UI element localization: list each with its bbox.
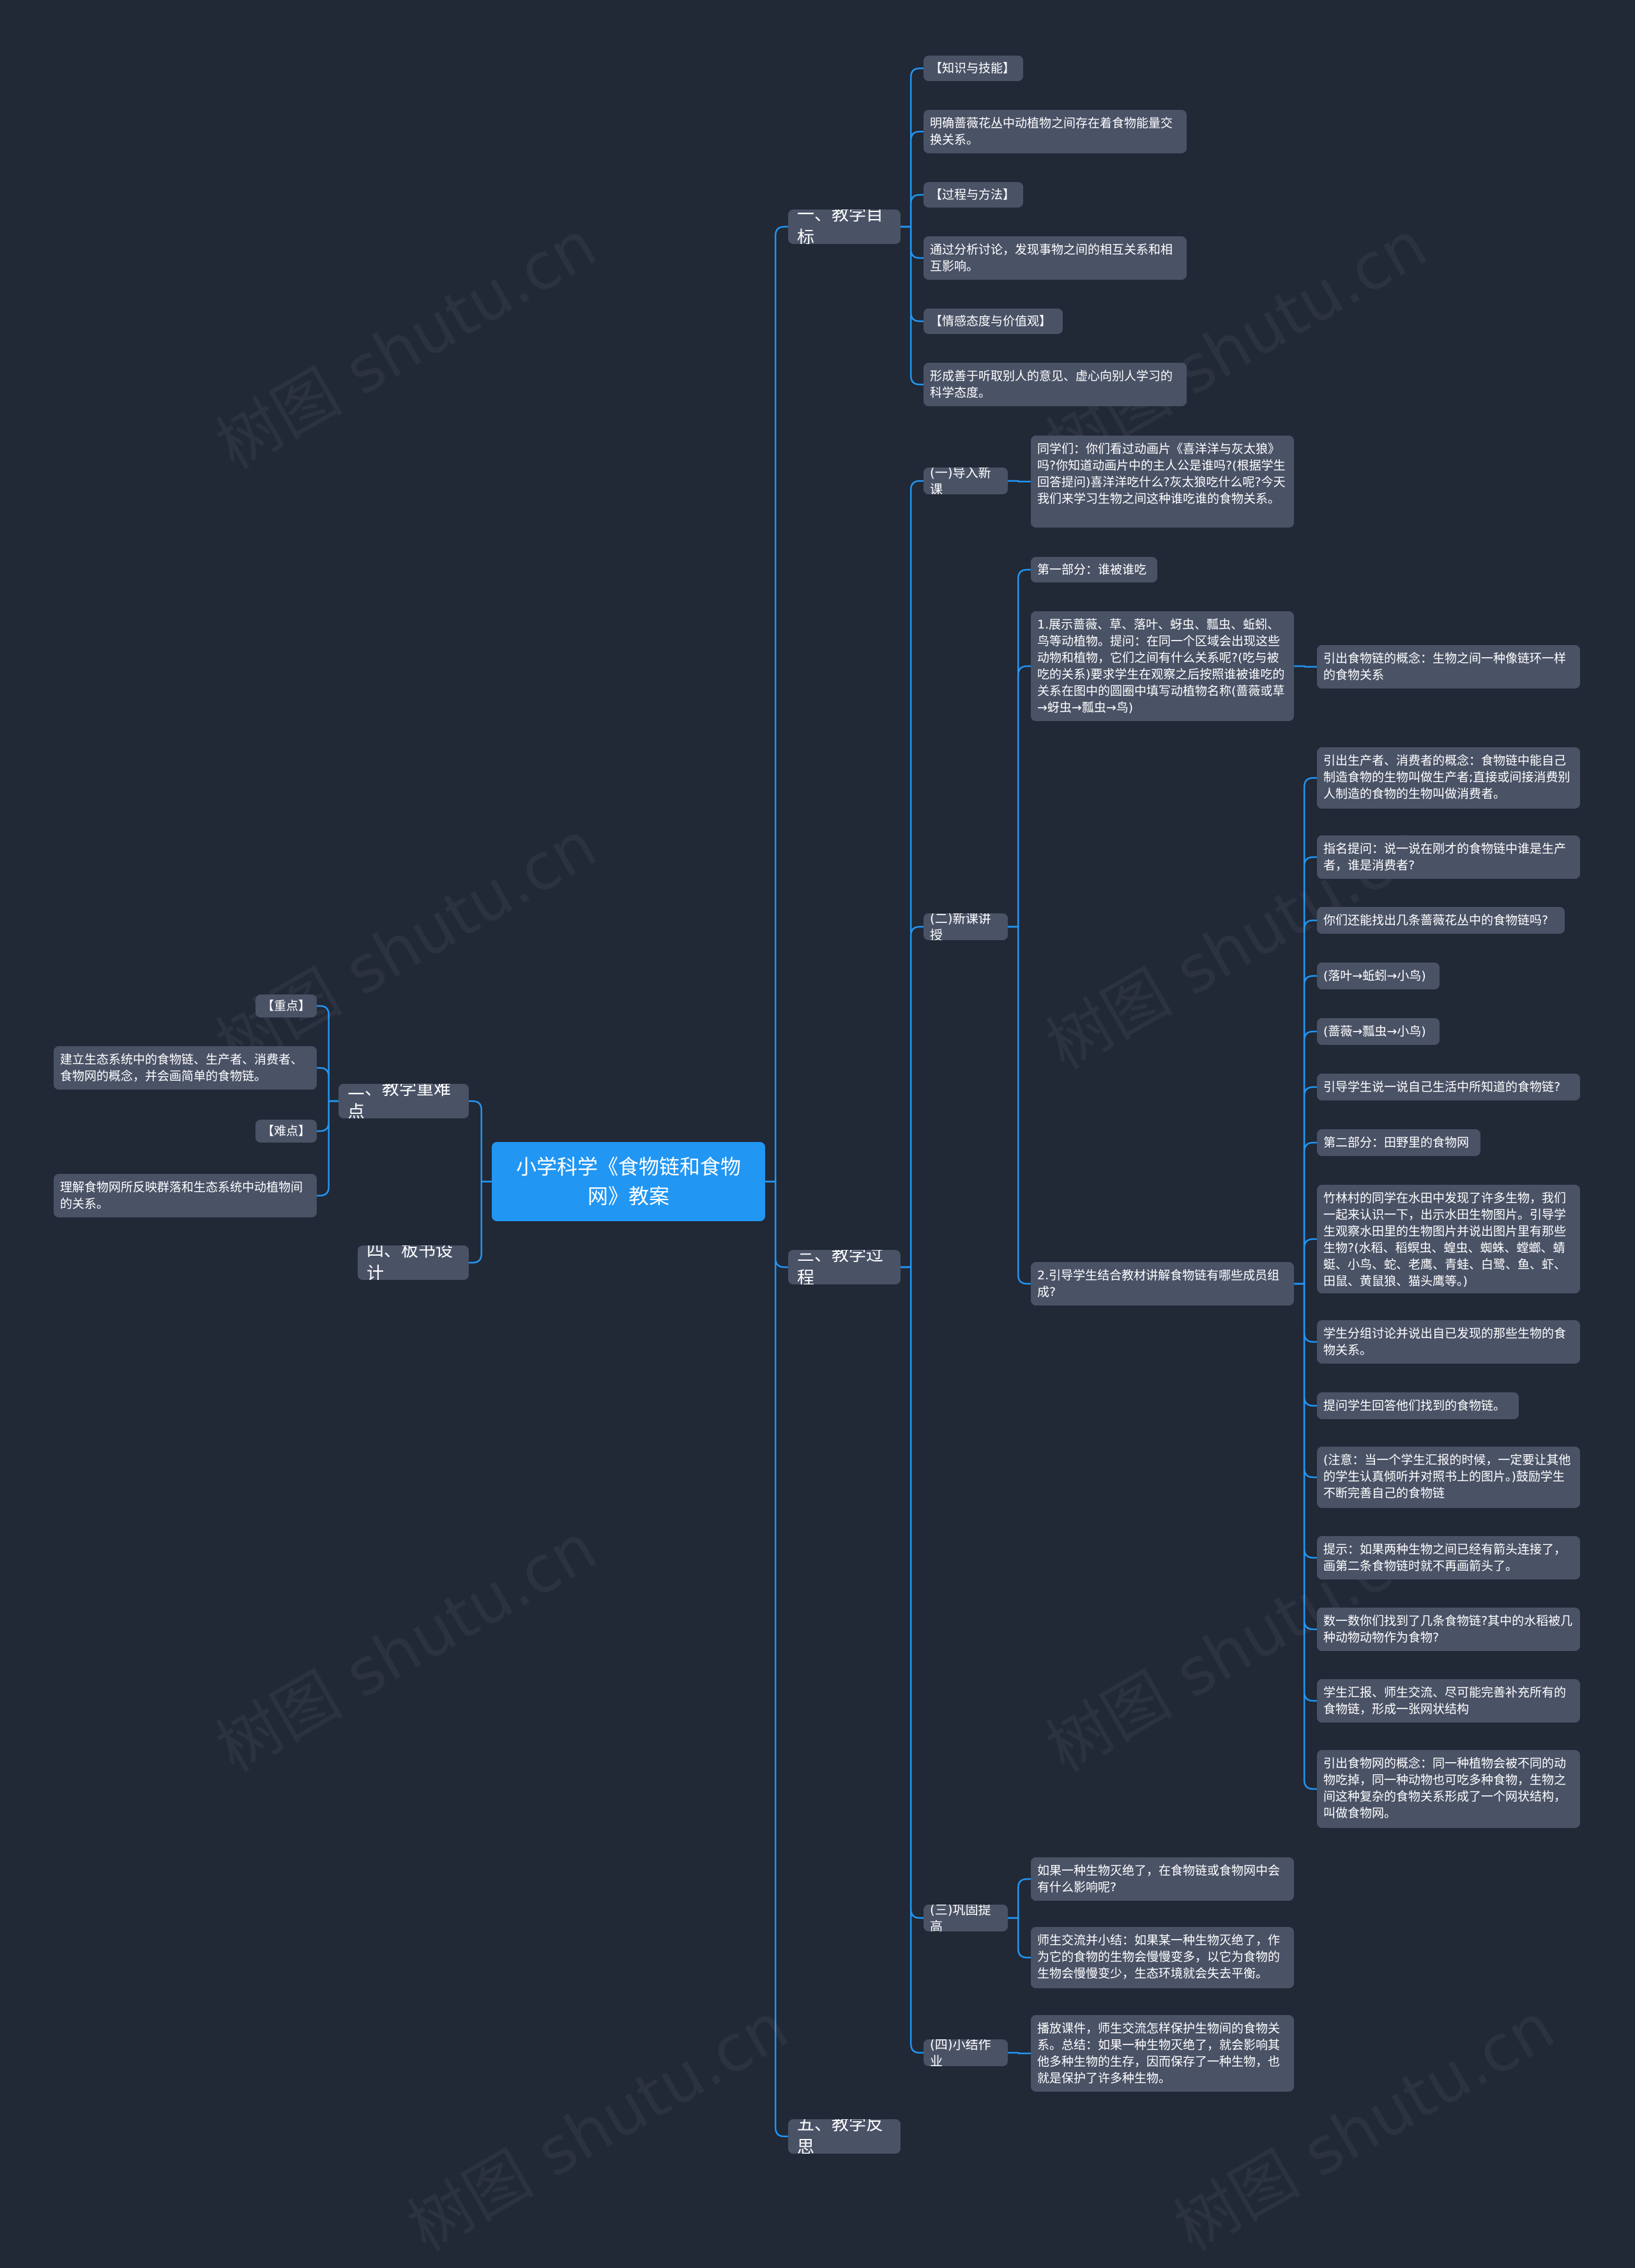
connector-line [1294,1086,1317,1285]
connector-line [1294,856,1317,1285]
step2-child[interactable]: 指名提问：说一说在刚才的食物链中谁是生产者，谁是消费者? [1317,835,1580,879]
connector-line [469,1100,492,1183]
connector-line [1008,1878,1031,1919]
keypoints-item[interactable]: 建立生态系统中的食物链、生产者、消费者、食物网的概念，并会画简单的食物链。 [54,1046,317,1090]
keypoints-item[interactable]: 理解食物网所反映群落和生态系统中动植物间的关系。 [54,1174,317,1217]
keypoints-item[interactable]: 【难点】 [255,1120,317,1143]
connector-line [469,1180,492,1264]
step2-child[interactable]: (落叶→蚯蚓→小鸟) [1317,963,1440,989]
connector-line [1294,1282,1317,1559]
connector-line [1294,1282,1317,1407]
branch-teaching-reflection[interactable]: 五、教学反思 [788,2119,901,2154]
teach-part1[interactable]: 第一部分：谁被谁吃 [1031,557,1157,582]
connector-line [1008,665,1031,928]
root-topic[interactable]: 小学科学《食物链和食物网》教案 [492,1142,765,1221]
connector-line [1294,1030,1317,1285]
consolidate-item[interactable]: 如果一种生物灭绝了，在食物链或食物网中会有什么影响呢? [1031,1857,1294,1901]
connector-line [1008,568,1031,928]
process-intro[interactable]: (一)导入新课 [924,468,1008,494]
connector-line [317,1005,338,1102]
process-summary[interactable]: (四)小结作业 [924,2039,1008,2066]
connector-line [901,225,924,259]
connector-line [1294,1282,1317,1702]
teach-step2[interactable]: 2.引导学生结合教材讲解食物链有哪些成员组成? [1031,1262,1294,1305]
step2-child[interactable]: 提示：如果两种生物之间已经有箭头连接了，画第二条食物链时就不再画箭头了。 [1317,1536,1580,1579]
connector-line [901,1266,924,1919]
process-consolidate[interactable]: (三)巩固提高 [924,1905,1008,1931]
goals-item[interactable]: 【情感态度与价值观】 [924,308,1063,334]
step2-child[interactable]: 引出食物网的概念：同一种植物会被不同的动物吃掉，同一种动物也可吃多种食物，生物之… [1317,1750,1580,1828]
connector-line [1294,1141,1317,1285]
connector-line [901,925,924,1268]
goals-item[interactable]: 通过分析讨论，发现事物之间的相互关系和相互影响。 [924,236,1187,280]
step2-child[interactable]: (蔷薇→瓢虫→小鸟) [1317,1018,1440,1045]
connector-line [901,480,924,1268]
step2-child[interactable]: 引导学生说一说自己生活中所知道的食物链? [1317,1074,1580,1100]
connector-line [1294,665,1317,668]
connector-line [901,130,924,228]
branch-board-design[interactable]: 四、板书设计 [358,1245,469,1280]
step2-child[interactable]: (注意：当一个学生汇报的时候，一定要让其他的学生认真倾听并对照书上的图片。)鼓励… [1317,1447,1580,1508]
intro-text[interactable]: 同学们：你们看过动画片《喜洋洋与灰太狼》吗?你知道动画片中的主人公是谁吗?(根据… [1031,436,1294,528]
step2-child[interactable]: 你们还能找出几条蔷薇花丛中的食物链吗? [1317,907,1565,934]
connector-line [1294,975,1317,1285]
connector-line [1008,480,1031,483]
step2-child[interactable]: 第二部分：田野里的食物网 [1317,1129,1480,1156]
connector-line [765,1180,788,1268]
step2-child[interactable]: 竹林村的同学在水田中发现了许多生物，我们一起来认识一下，出示水田生物图片。引导学… [1317,1185,1580,1293]
keypoints-item[interactable]: 【重点】 [255,994,317,1017]
connector-line [1294,1282,1317,1479]
step2-child[interactable]: 引出生产者、消费者的概念：食物链中能自己制造食物的生物叫做生产者;直接或间接消费… [1317,747,1580,809]
connector-line [317,1067,338,1102]
connector-line [1294,919,1317,1285]
connector-line [1294,1282,1317,1343]
summary-text[interactable]: 播放课件，师生交流怎样保护生物间的食物关系。总结：如果一种生物灭绝了，就会影响其… [1031,2015,1294,2092]
goals-item[interactable]: 【知识与技能】 [924,56,1023,81]
step2-child[interactable]: 数一数你们找到了几条食物链?其中的水稻被几种动物动物作为食物? [1317,1608,1580,1651]
goals-item[interactable]: 明确蔷薇花丛中动植物之间存在着食物能量交换关系。 [924,110,1187,153]
step2-child[interactable]: 提问学生回答他们找到的食物链。 [1317,1392,1519,1419]
goals-item[interactable]: 【过程与方法】 [924,182,1023,208]
connector-line [901,1266,924,2054]
connector-line [1008,1917,1031,1959]
connector-line [901,194,924,228]
connector-line [901,67,924,228]
connector-line [1294,1238,1317,1285]
connector-lines [317,67,1317,2138]
connector-line [765,225,788,1183]
connector-line [1008,925,1031,1285]
teach-step1[interactable]: 1.展示蔷薇、草、落叶、蚜虫、瓢虫、蚯蚓、鸟等动植物。提问：在同一个区域会出现这… [1031,611,1294,721]
branch-keypoints[interactable]: 二、教学重难点 [338,1084,469,1118]
process-new-lesson[interactable]: (二)新课讲授 [924,913,1008,940]
connector-line [901,225,924,323]
connector-line [1294,1282,1317,1631]
connector-line [901,225,924,386]
consolidate-item[interactable]: 师生交流并小结：如果某一种生物灭绝了，作为它的食物的生物会慢慢变多，以它为食物的… [1031,1927,1294,1988]
branch-teaching-goals[interactable]: 一、教学目标 [788,209,901,244]
connector-line [1294,1282,1317,1790]
connector-line [765,1180,788,2138]
goals-item[interactable]: 形成善于听取别人的意见、虚心向别人学习的科学态度。 [924,363,1187,406]
connector-line [317,1100,338,1197]
step1-child[interactable]: 引出食物链的概念：生物之间一种像链环一样的食物关系 [1317,645,1580,689]
branch-teaching-process[interactable]: 三、教学过程 [788,1250,901,1284]
connector-line [1294,777,1317,1285]
step2-child[interactable]: 学生汇报、师生交流、尽可能完善补充所有的食物链，形成一张网状结构 [1317,1679,1580,1723]
step2-child[interactable]: 学生分组讨论并说出自已发现的那些生物的食物关系。 [1317,1320,1580,1364]
connector-line [317,1100,338,1132]
